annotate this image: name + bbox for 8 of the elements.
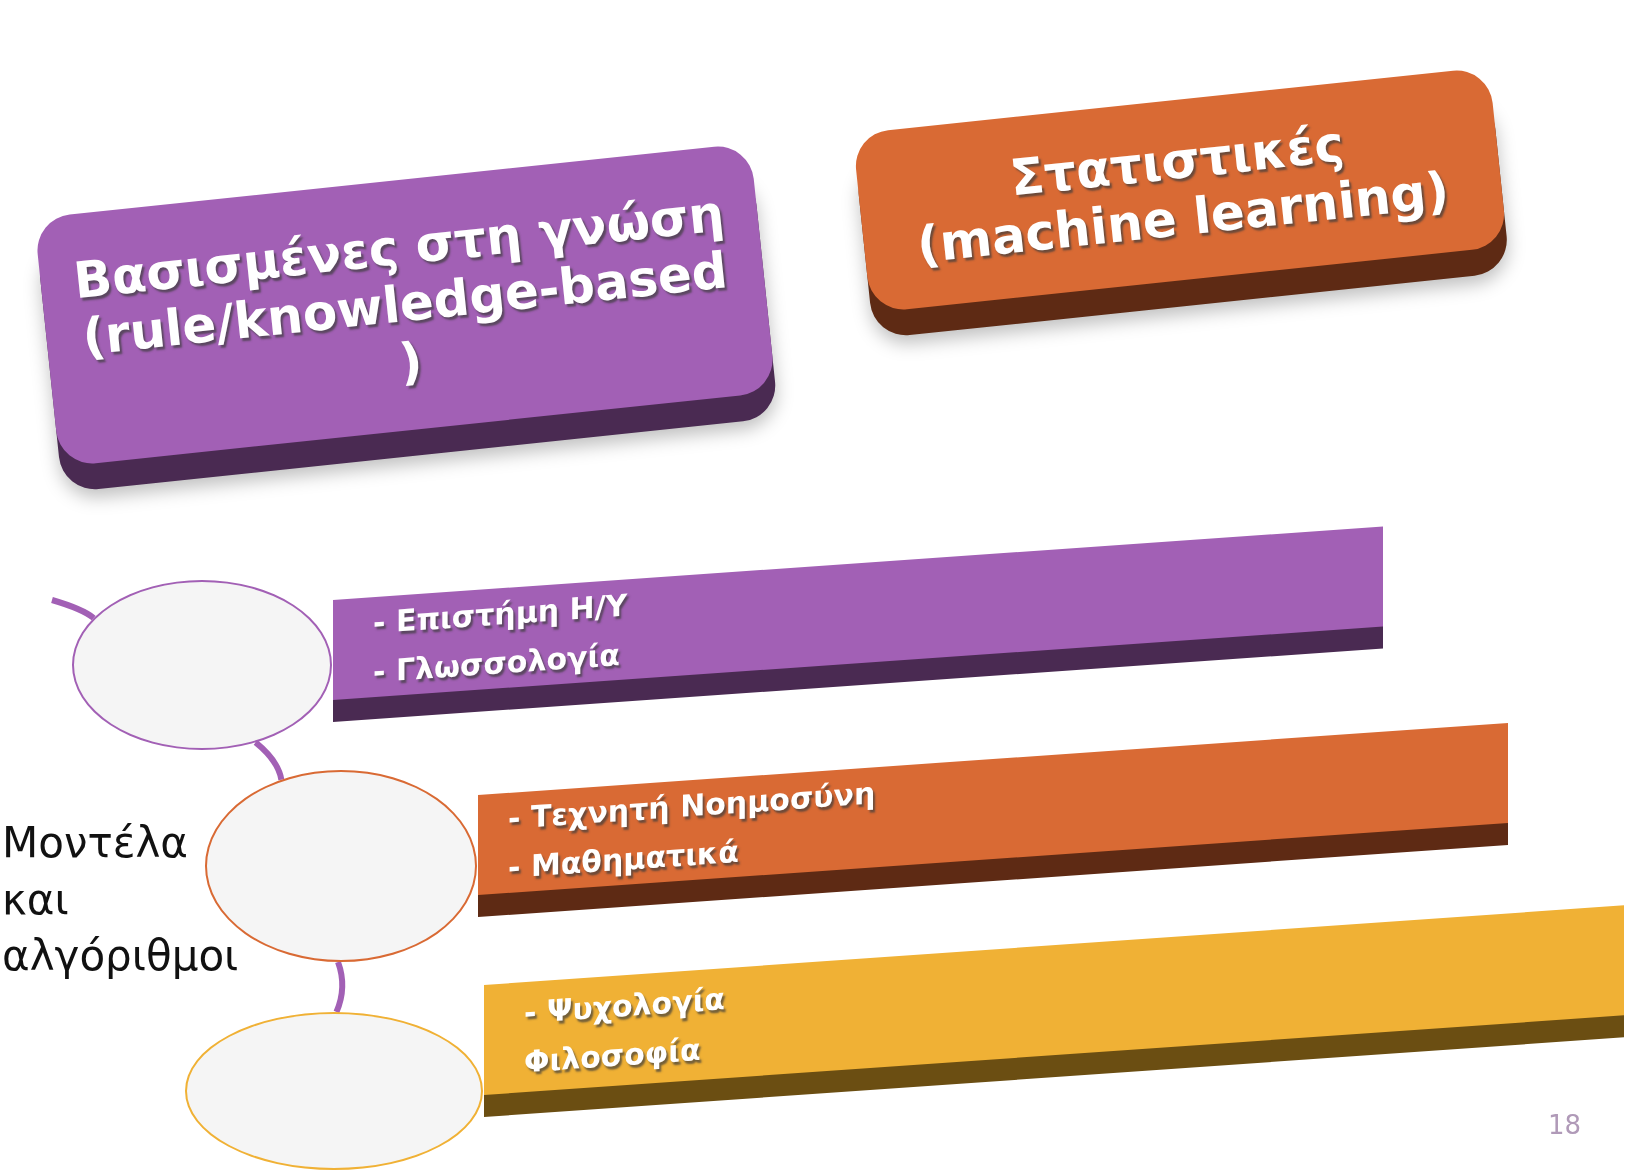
- side-caption: Μοντέλα και αλγόριθμοι: [2, 817, 240, 983]
- band-item: - Ψυχολογία: [524, 980, 726, 1031]
- page-number: 18: [1548, 1110, 1582, 1140]
- connector-line: [253, 740, 285, 781]
- connector-line: [51, 597, 96, 621]
- connector-line: [333, 961, 346, 1014]
- block-title: Στατιστικές (machine learning): [913, 113, 1453, 277]
- band-item: Φιλοσοφία: [524, 1030, 702, 1080]
